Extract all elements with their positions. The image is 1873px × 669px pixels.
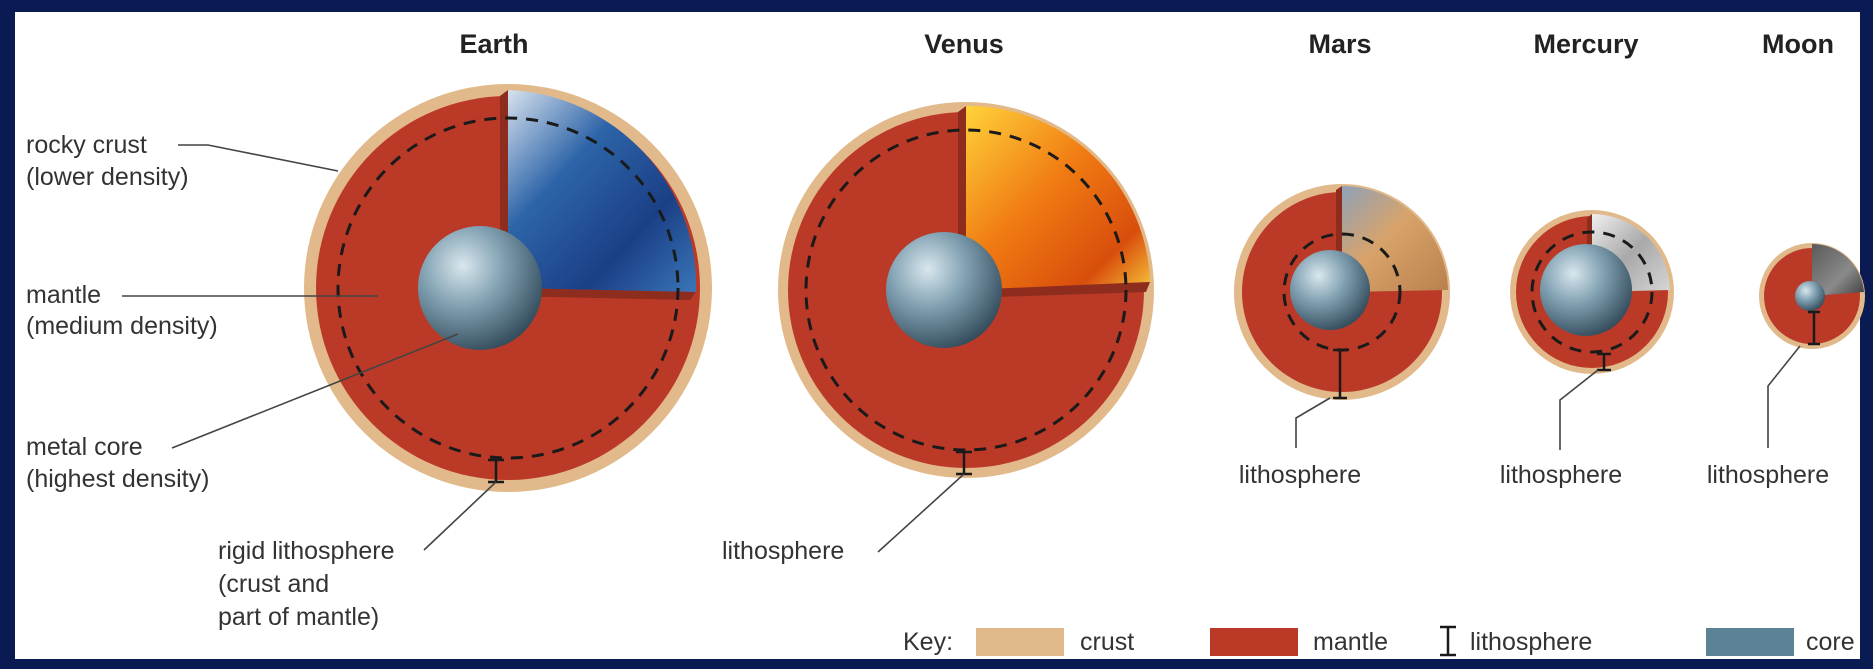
legend-crust-label: crust <box>1080 628 1134 656</box>
svg-text:metal core: metal core <box>26 433 143 461</box>
legend-title: Key: <box>903 628 953 656</box>
moon-cutaway <box>1759 243 1865 349</box>
legend-lithosphere-label: lithosphere <box>1470 628 1592 656</box>
svg-text:rocky crust: rocky crust <box>26 131 147 159</box>
svg-text:lithosphere: lithosphere <box>722 537 844 565</box>
legend-mantle-label: mantle <box>1313 628 1388 656</box>
svg-text:(highest density): (highest density) <box>26 465 209 493</box>
moon-core <box>1795 281 1825 311</box>
svg-text:(lower density): (lower density) <box>26 163 189 191</box>
svg-text:lithosphere: lithosphere <box>1500 461 1622 489</box>
mars-title: Mars <box>1308 29 1371 59</box>
legend-mantle-swatch <box>1210 628 1298 656</box>
svg-text:mantle: mantle <box>26 281 101 309</box>
venus-cutaway <box>778 102 1154 478</box>
svg-text:lithosphere: lithosphere <box>1707 461 1829 489</box>
svg-text:part of mantle): part of mantle) <box>218 603 379 631</box>
earth-core <box>418 226 542 350</box>
svg-text:rigid lithosphere: rigid lithosphere <box>218 537 395 565</box>
legend-core-swatch <box>1706 628 1794 656</box>
mercury-cutaway <box>1510 210 1674 374</box>
mercury-title: Mercury <box>1533 29 1638 59</box>
svg-text:lithosphere: lithosphere <box>1239 461 1361 489</box>
earth-cutaway <box>304 84 712 492</box>
moon-title: Moon <box>1762 29 1834 59</box>
legend-crust-swatch <box>976 628 1064 656</box>
svg-text:(medium density): (medium density) <box>26 312 218 340</box>
svg-text:(crust and: (crust and <box>218 570 329 598</box>
mars-cutaway <box>1234 184 1450 400</box>
venus-core <box>886 232 1002 348</box>
earth-title: Earth <box>459 29 528 59</box>
mercury-core <box>1540 244 1632 336</box>
mars-core <box>1290 250 1370 330</box>
venus-title: Venus <box>924 29 1004 59</box>
legend: Key: crust mantle lithosphere core <box>903 627 1855 656</box>
legend-core-label: core <box>1806 628 1855 656</box>
